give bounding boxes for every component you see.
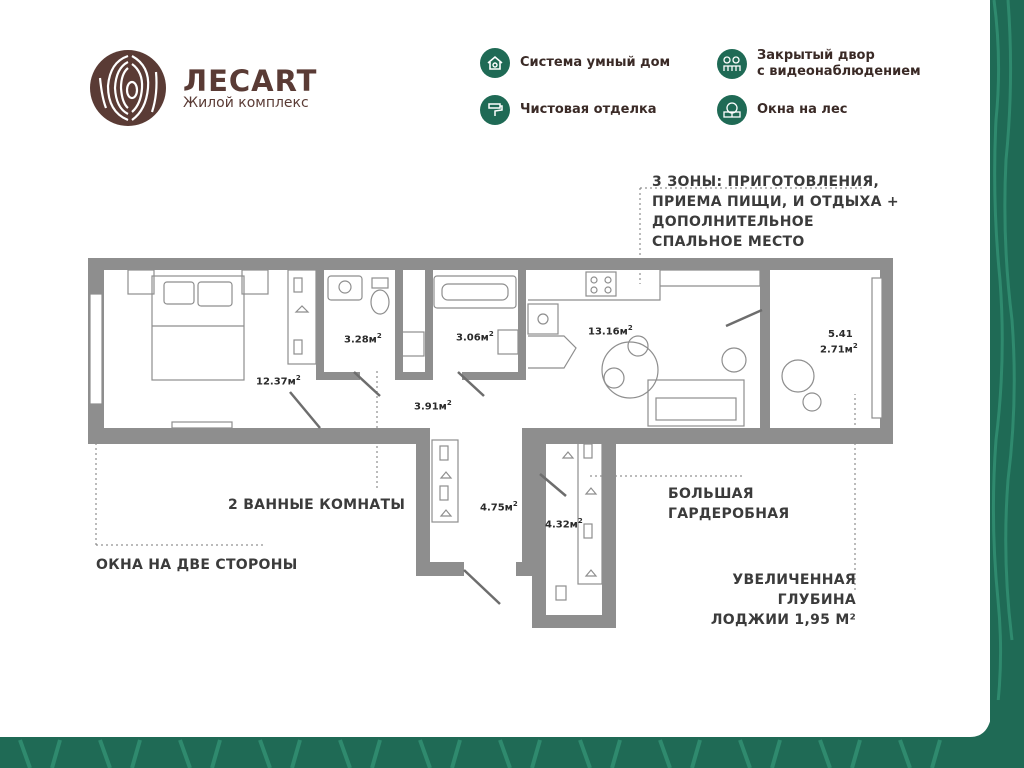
feature-smart-home: Система умный дом: [480, 48, 670, 78]
kitchen-fixtures: [527, 269, 761, 427]
note-zones: 3 ЗОНЫ: ПРИГОТОВЛЕНИЯ, ПРИЕМА ПИЩИ, И ОТ…: [652, 174, 899, 250]
area-wardrobe: 4.32м2: [545, 517, 583, 531]
brand-subtitle: Жилой комплекс: [183, 95, 309, 111]
note-loggia: УВЕЛИЧЕННАЯ ГЛУБИНА ЛОДЖИИ 1,95 М²: [710, 572, 856, 628]
windows: [89, 277, 883, 429]
feature-label: Система умный дом: [520, 55, 671, 70]
brand-title: ЛЕСART: [183, 64, 318, 98]
area-hall: 3.91м2: [414, 399, 452, 413]
feature-label: Окна на лес: [757, 102, 848, 117]
closet: [287, 269, 317, 365]
decor-bottom-wave: [0, 700, 1024, 768]
note-windows: ОКНА НА ДВЕ СТОРОНЫ: [96, 557, 298, 573]
area-bedroom: 12.37м2: [256, 374, 301, 388]
wardrobe-shelves: [431, 437, 603, 601]
note-bathrooms: 2 ВАННЫЕ КОМНАТЫ: [228, 497, 406, 513]
leader-lines: [95, 187, 865, 590]
courtyard-icon: [717, 49, 747, 79]
area-loggia: 2.71м2: [820, 342, 858, 356]
smart-home-icon: [480, 48, 510, 78]
paint-roller-icon: [480, 95, 510, 125]
doors: [289, 308, 763, 605]
logo-wood-rings: [90, 50, 166, 126]
loggia-chair: [781, 359, 822, 412]
decor-right-stripe: [990, 0, 1024, 768]
bathroom-1-fixtures: [327, 275, 425, 357]
feature-label-line2: с видеонаблюдением: [757, 64, 921, 79]
feature-courtyard: Закрытый двор с видеонаблюдением: [717, 48, 921, 80]
note-wardrobe: БОЛЬШАЯ ГАРДЕРОБНАЯ: [668, 486, 790, 522]
area-loggia-total: 5.41: [828, 329, 853, 340]
bathroom-2-fixtures: [433, 275, 519, 355]
forest-window-icon: [717, 95, 747, 125]
floor-plan: [88, 187, 893, 628]
feature-label-line1: Закрытый двор: [757, 48, 875, 63]
area-bathroom-1: 3.28м2: [344, 332, 382, 346]
walls: [88, 258, 893, 628]
area-kitchen: 13.16м2: [588, 324, 633, 338]
feature-finishing: Чистовая отделка: [480, 95, 657, 125]
feature-label: Чистовая отделка: [520, 102, 657, 117]
area-bathroom-2: 3.06м2: [456, 330, 494, 344]
bed: [127, 269, 269, 381]
feature-forest-windows: Окна на лес: [717, 95, 847, 125]
area-corridor: 4.75м2: [480, 500, 518, 514]
